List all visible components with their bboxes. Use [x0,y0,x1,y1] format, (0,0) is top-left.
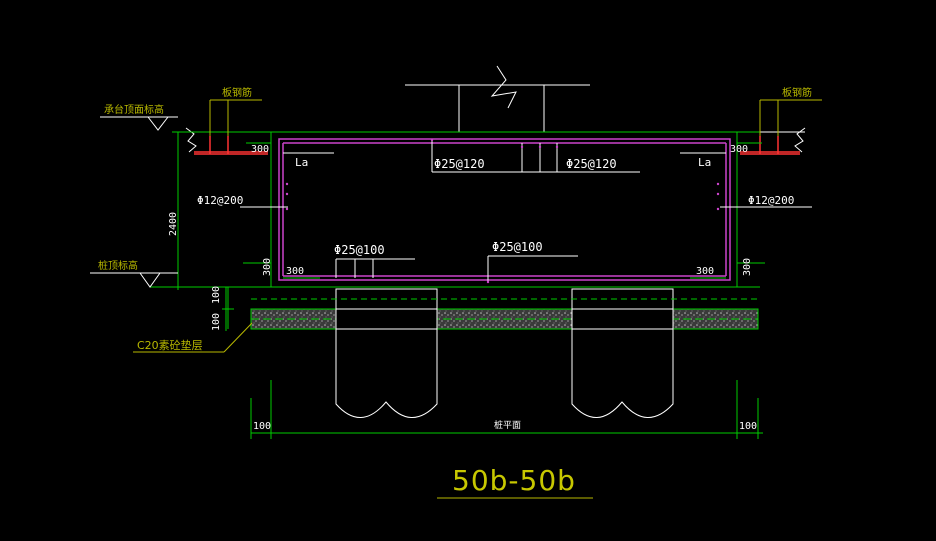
rebar-top-right: Φ25@120 [566,157,617,171]
dimension-lines [172,131,765,439]
rebar-cage [278,138,731,281]
pile-right [571,288,674,418]
dim-embed-100: 100 [211,286,222,304]
rebar-side-left: Φ12@200 [197,194,243,207]
label-bedding: C20素砼垫层 [137,338,203,352]
label-pile-top: 桩顶标高 [98,259,138,272]
dim-bottom-left-100: 100 [253,421,271,432]
slab-bars [194,136,800,155]
slab-bar-leaders [133,99,822,499]
column-stub [405,65,590,132]
dim-pile-width: 桩平面 [494,419,521,431]
dim-height: 2400 [168,212,179,236]
label-cap-top: 承台顶面标高 [104,103,164,116]
rebar-side-right: Φ12@200 [748,194,794,207]
dim-bedding-100: 100 [211,313,222,331]
elevation-markers [90,116,178,288]
dim-vert-left-300: 300 [262,258,273,276]
pile-left [335,288,438,418]
dim-vert-right-300: 300 [742,258,753,276]
rebar-dots [285,138,720,284]
label-slab-bar-right: 板钢筋 [782,86,812,99]
dim-bottom-right-300: 300 [696,266,714,277]
rebar-bottom-right: Φ25@100 [492,240,543,254]
dim-bottom-left-300: 300 [286,266,304,277]
pile-bands [336,308,673,330]
dim-top-left-300: 300 [251,144,269,155]
drawing-title: 50b-50b [452,464,576,497]
label-slab-bar-left: 板钢筋 [222,86,252,99]
rebar-top-left: Φ25@120 [434,157,485,171]
dim-bottom-right-100: 100 [739,421,757,432]
anchor-right: La [698,156,711,169]
rebar-bottom-left: Φ25@100 [334,243,385,257]
dim-top-right-300: 300 [730,144,748,155]
anchor-left: La [295,156,308,169]
piles [335,288,674,418]
